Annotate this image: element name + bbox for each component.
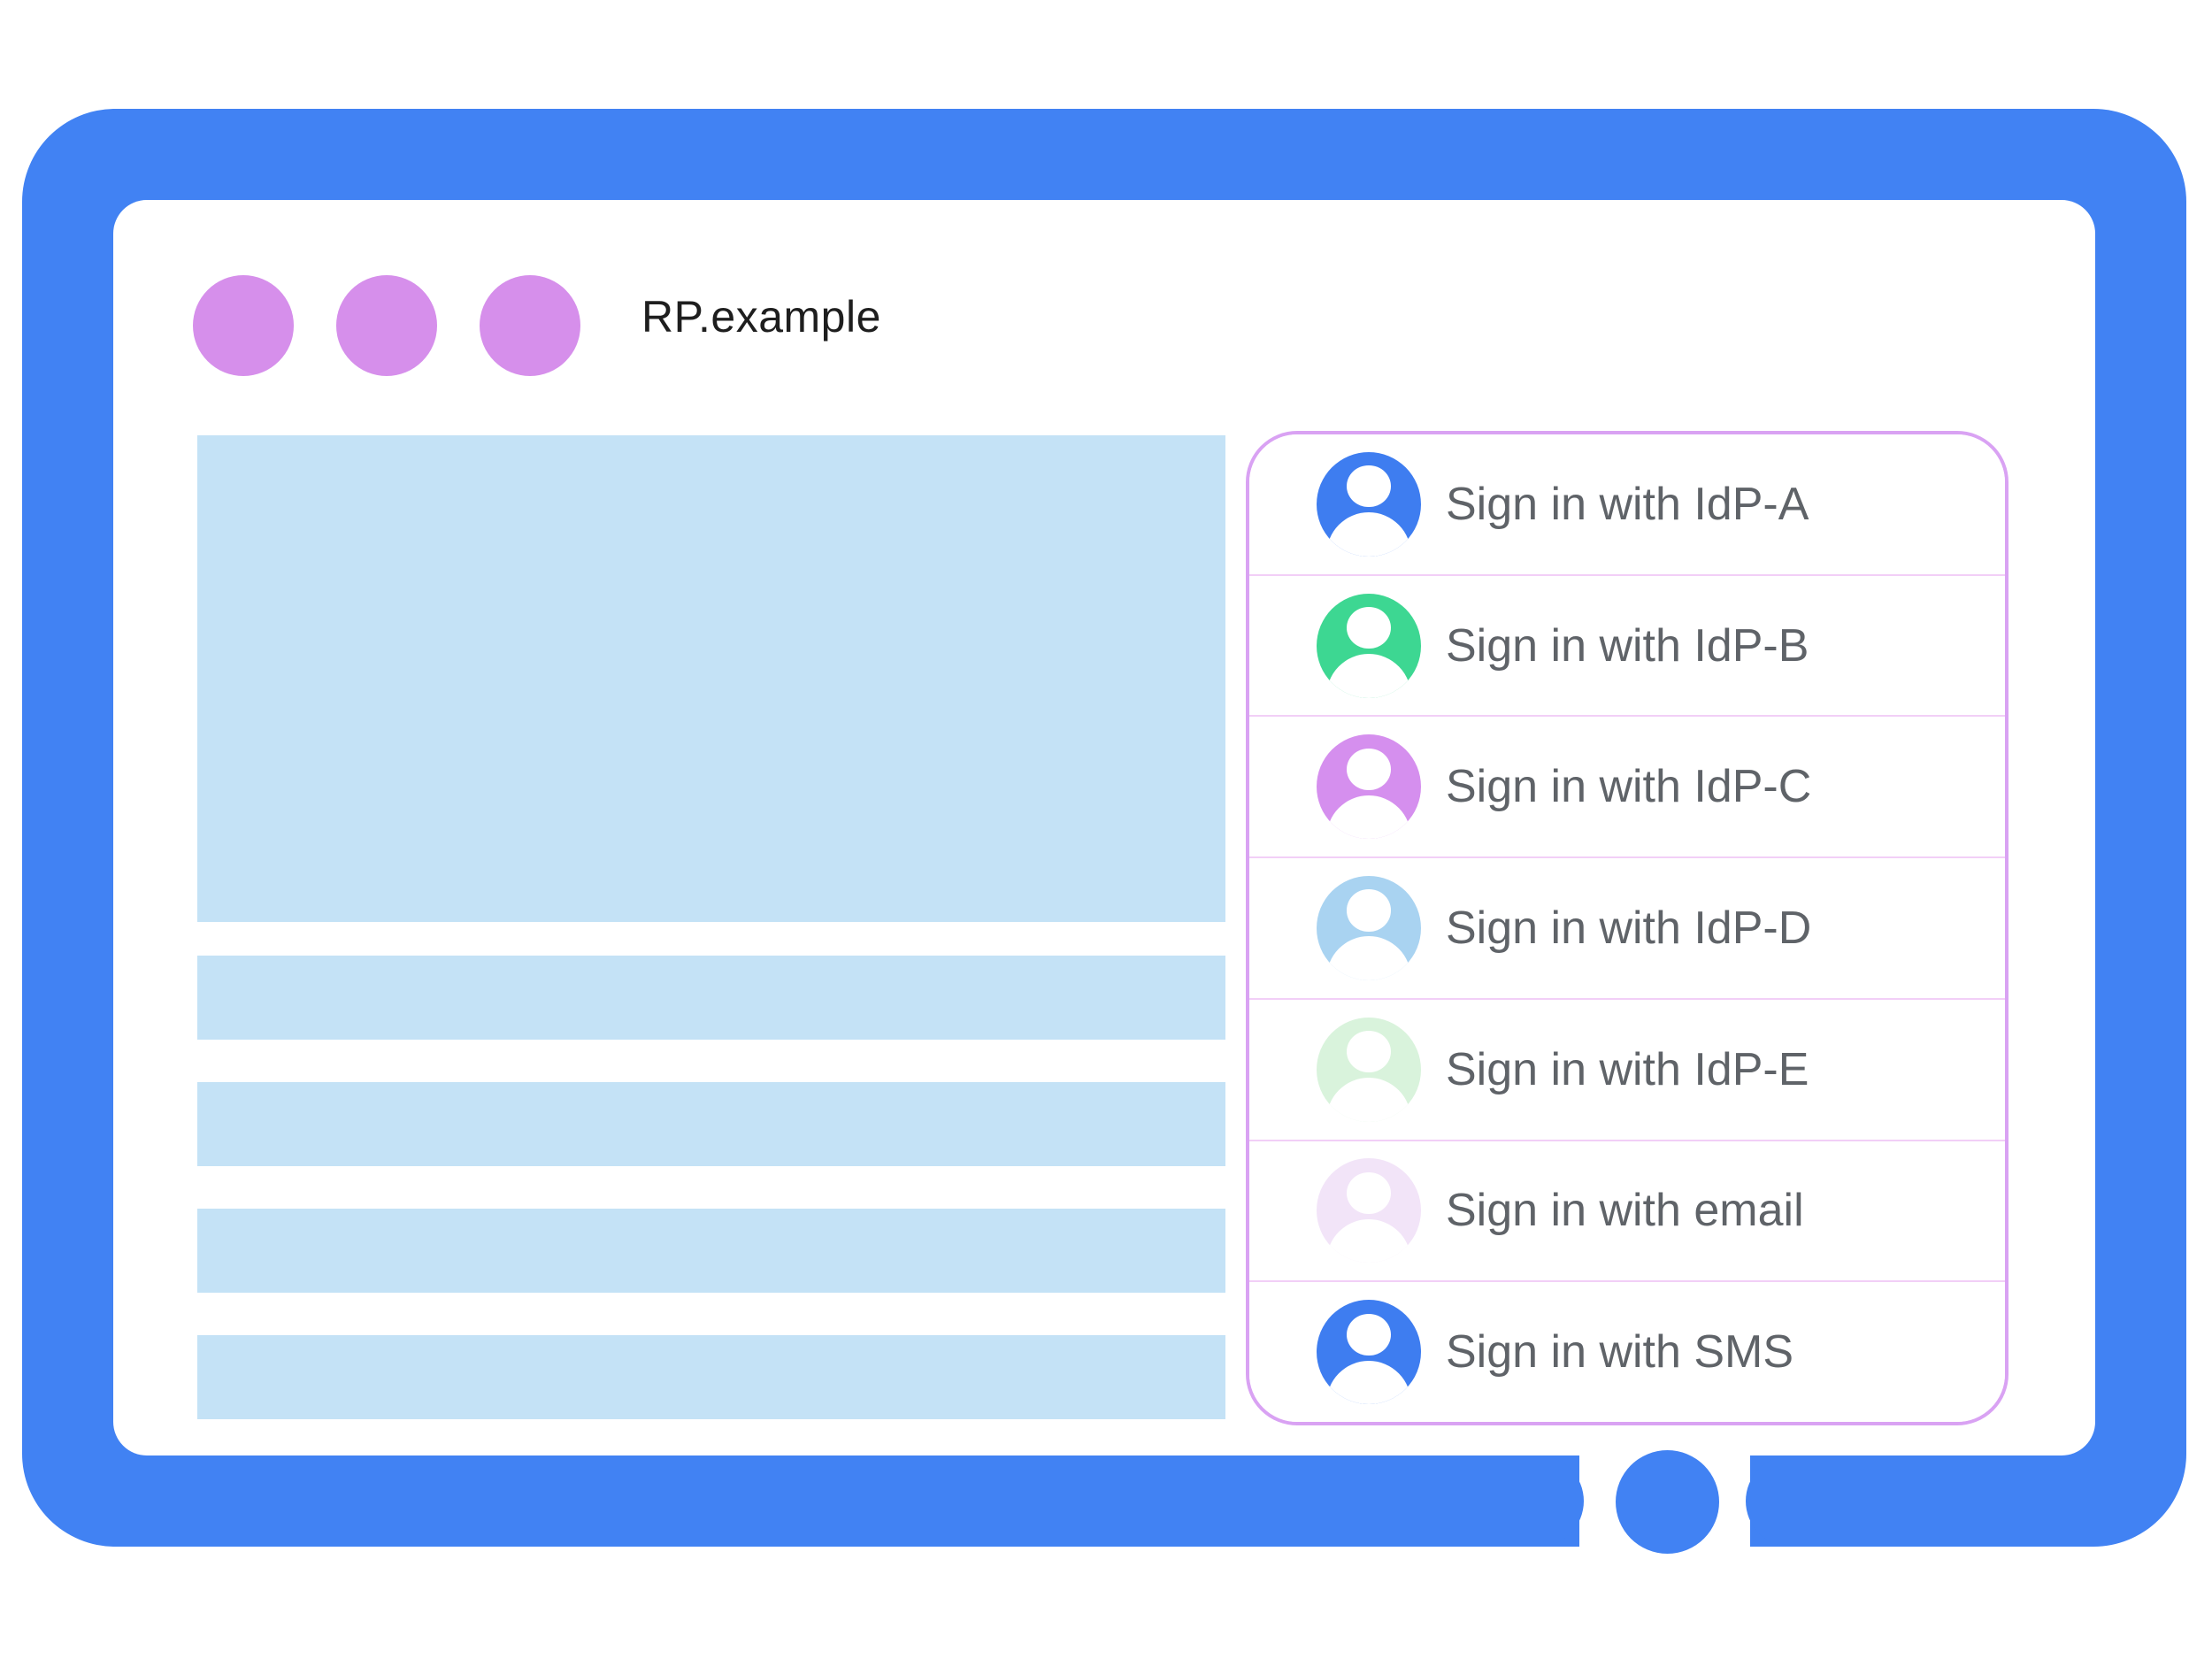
content-line-placeholder-3 <box>197 1209 1225 1293</box>
signin-row-label: Sign in with IdP-A <box>1446 478 1809 530</box>
signin-panel: Sign in with IdP-A Sign in with IdP-B Si… <box>1246 431 2008 1425</box>
signin-row-sms[interactable]: Sign in with SMS <box>1249 1282 2005 1422</box>
user-avatar-icon <box>1317 734 1421 840</box>
user-avatar-icon <box>1317 451 1421 557</box>
signin-row-email[interactable]: Sign in with email <box>1249 1141 2005 1283</box>
signin-row-idp-a[interactable]: Sign in with IdP-A <box>1249 434 2005 576</box>
user-avatar-icon <box>1317 593 1421 698</box>
user-avatar-icon <box>1317 876 1421 981</box>
signin-row-idp-c[interactable]: Sign in with IdP-C <box>1249 717 2005 859</box>
user-avatar-icon <box>1317 1017 1421 1122</box>
content-line-placeholder-1 <box>197 956 1225 1040</box>
signin-row-label: Sign in with IdP-C <box>1446 761 1812 813</box>
content-line-placeholder-4 <box>197 1335 1225 1419</box>
signin-row-idp-d[interactable]: Sign in with IdP-D <box>1249 858 2005 1000</box>
signin-row-idp-b[interactable]: Sign in with IdP-B <box>1249 575 2005 718</box>
home-button[interactable] <box>1616 1450 1719 1554</box>
user-avatar-icon <box>1317 1300 1421 1405</box>
signin-row-label: Sign in with IdP-E <box>1446 1043 1809 1095</box>
content-line-placeholder-2 <box>197 1082 1225 1166</box>
signin-row-label: Sign in with email <box>1446 1185 1804 1237</box>
signin-row-label: Sign in with IdP-D <box>1446 902 1812 955</box>
user-avatar-icon <box>1317 1158 1421 1263</box>
page-title: RP.example <box>641 292 881 342</box>
bezel-left-cap <box>1469 1455 1584 1547</box>
signin-row-label: Sign in with SMS <box>1446 1326 1794 1379</box>
window-control-dot-1[interactable] <box>193 275 294 376</box>
window-control-dot-2[interactable] <box>336 275 437 376</box>
signin-row-label: Sign in with IdP-B <box>1446 619 1809 672</box>
signin-row-idp-e[interactable]: Sign in with IdP-E <box>1249 999 2005 1141</box>
window-control-dot-3[interactable] <box>480 275 580 376</box>
bezel-right-cap <box>1746 1455 1861 1547</box>
content-hero-placeholder <box>197 435 1225 922</box>
